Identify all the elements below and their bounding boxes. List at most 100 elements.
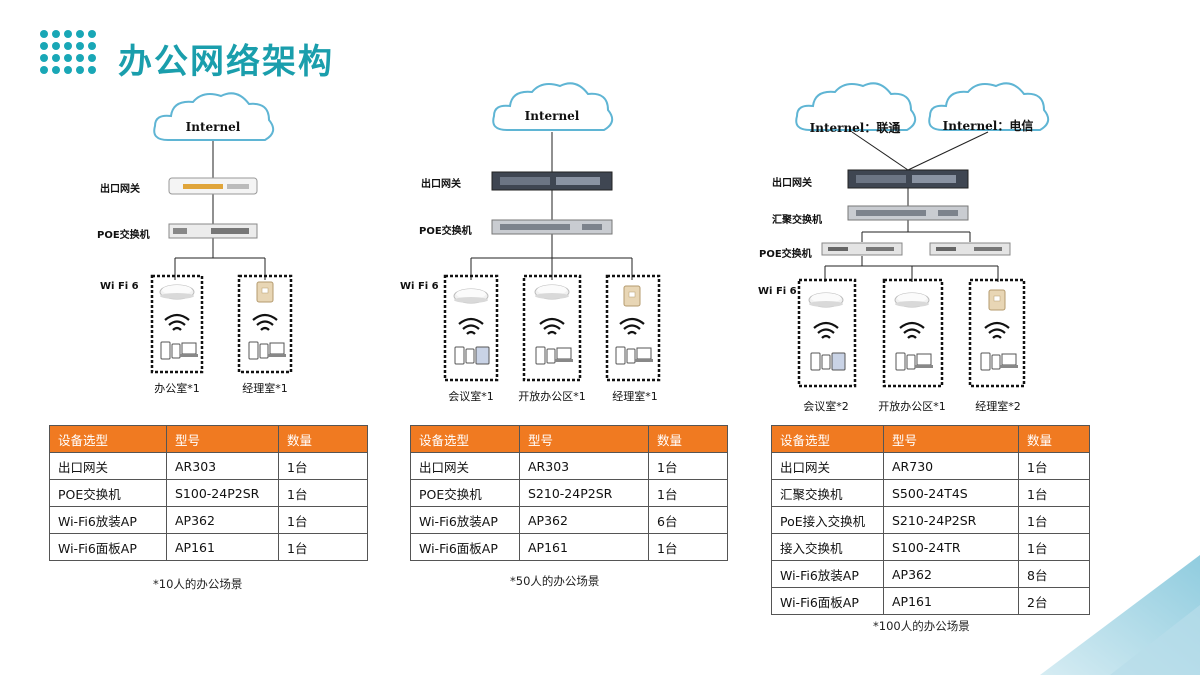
- room-label: 会议室*2: [803, 400, 849, 413]
- table-cell: AP161: [166, 533, 279, 561]
- room-label: 经理室*1: [612, 390, 658, 403]
- table-cell: 1台: [1018, 479, 1090, 507]
- table-cell: Wi-Fi6面板AP: [410, 533, 520, 561]
- panel-ap-icon: [623, 285, 641, 307]
- layer-label-poe-switch: POE交换机: [419, 226, 472, 237]
- room-label: 会议室*1: [448, 390, 494, 403]
- internet-cloud-icon: [492, 82, 614, 131]
- table-header-row: 设备选型 型号 数量: [49, 425, 368, 453]
- poe-switch-icon: [168, 223, 258, 239]
- cloud-label: Internel：电信: [942, 119, 1034, 133]
- table-header-row: 设备选型 型号 数量: [771, 425, 1090, 453]
- table-cell: 汇聚交换机: [771, 479, 884, 507]
- client-devices-icon: [810, 352, 846, 371]
- ceiling-ap-icon: [159, 284, 195, 300]
- table-cell: S100-24P2SR: [166, 479, 279, 507]
- table-header: 设备选型: [49, 425, 167, 453]
- table-cell: 接入交换机: [771, 533, 884, 561]
- table-cell: AP362: [519, 506, 649, 534]
- table-cell: AR730: [883, 452, 1019, 480]
- client-devices-icon: [980, 352, 1019, 371]
- table-cell: 1台: [278, 479, 368, 507]
- table-cell: PoE接入交换机: [771, 506, 884, 534]
- diagram-50-person: [470, 132, 633, 280]
- table-cell: POE交换机: [49, 479, 167, 507]
- router-icon: [168, 177, 258, 195]
- table-header: 型号: [166, 425, 279, 453]
- table-cell: 1台: [1018, 452, 1090, 480]
- room-label: 经理室*2: [975, 400, 1021, 413]
- table-header: 设备选型: [410, 425, 520, 453]
- table-cell: AP362: [883, 560, 1019, 588]
- layer-label-gateway: 出口网关: [772, 178, 812, 189]
- layer-label-gateway: 出口网关: [421, 179, 461, 190]
- wifi-icon: [251, 313, 279, 332]
- cloud-label: Internel: [524, 109, 580, 123]
- aggregation-switch-icon: [847, 205, 969, 221]
- table-header: 型号: [883, 425, 1019, 453]
- table-header-row: 设备选型 型号 数量: [410, 425, 728, 453]
- layer-label-wifi6: Wi Fi 6: [100, 281, 139, 292]
- table-cell: AP161: [883, 587, 1019, 615]
- layer-label-aggregation-switch: 汇聚交换机: [772, 215, 822, 226]
- diagram-100-person: [824, 131, 999, 282]
- table-cell: S500-24T4S: [883, 479, 1019, 507]
- layer-label-poe-switch: POE交换机: [759, 249, 812, 260]
- table-cell: 8台: [1018, 560, 1090, 588]
- table-cell: AP362: [166, 506, 279, 534]
- router-icon: [491, 171, 613, 191]
- table-cell: S100-24TR: [883, 533, 1019, 561]
- cloud-label: Internel：联通: [809, 121, 901, 135]
- table-header: 型号: [519, 425, 649, 453]
- scenario-note: *10人的办公场景: [153, 577, 243, 591]
- poe-switch-icon: [821, 242, 903, 256]
- table-header: 数量: [278, 425, 368, 453]
- wifi-icon: [618, 317, 646, 336]
- table-header: 数量: [648, 425, 728, 453]
- table-cell: 1台: [648, 452, 728, 480]
- cloud-label: Internel: [185, 120, 241, 134]
- client-devices-icon: [248, 341, 287, 360]
- table-cell: S210-24P2SR: [883, 506, 1019, 534]
- room-label: 办公室*1: [154, 382, 200, 395]
- table-cell: 6台: [648, 506, 728, 534]
- table-cell: 出口网关: [771, 452, 884, 480]
- layer-label-poe-switch: POE交换机: [97, 230, 150, 241]
- room-label: 开放办公区*1: [518, 390, 586, 403]
- layer-label-gateway: 出口网关: [100, 184, 140, 195]
- table-cell: Wi-Fi6放装AP: [771, 560, 884, 588]
- table-cell: Wi-Fi6面板AP: [771, 587, 884, 615]
- table-cell: Wi-Fi6放装AP: [49, 506, 167, 534]
- wifi-icon: [983, 321, 1011, 340]
- ceiling-ap-icon: [534, 284, 570, 300]
- scenario-note: *100人的办公场景: [873, 619, 970, 633]
- wifi-icon: [163, 313, 191, 332]
- table-cell: 出口网关: [410, 452, 520, 480]
- table-cell: 1台: [648, 479, 728, 507]
- client-devices-icon: [454, 346, 490, 365]
- table-cell: POE交换机: [410, 479, 520, 507]
- corner-decoration: [1040, 555, 1200, 675]
- client-devices-icon: [615, 346, 654, 365]
- wifi-icon: [538, 317, 566, 336]
- poe-switch-icon: [491, 219, 613, 235]
- table-cell: 1台: [1018, 506, 1090, 534]
- ceiling-ap-icon: [453, 288, 489, 304]
- panel-ap-icon: [988, 289, 1006, 311]
- wifi-icon: [812, 321, 840, 340]
- table-cell: 1台: [278, 452, 368, 480]
